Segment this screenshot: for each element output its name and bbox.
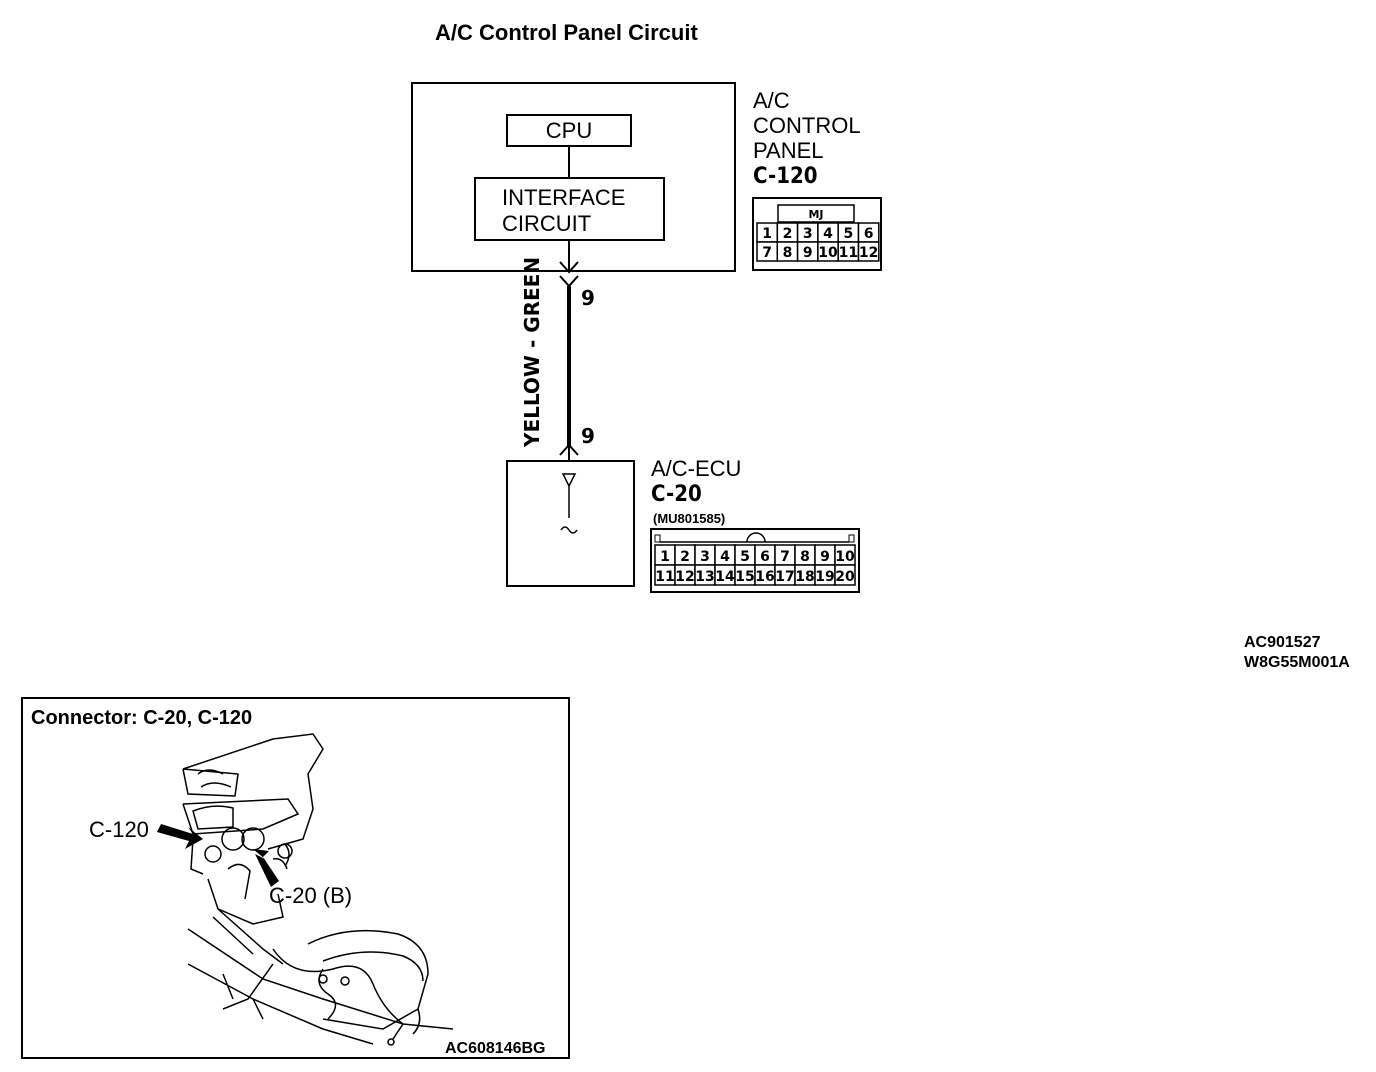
- callout-c120: C-120: [89, 817, 149, 842]
- connector-view-title: Connector: C-20, C-120: [31, 707, 253, 729]
- ecu-part-number: (MU801585): [653, 511, 726, 526]
- wire-pin-bottom: 9: [581, 424, 595, 448]
- control-panel-connector-id: C-120: [753, 164, 818, 189]
- c120-pin-label: 6: [864, 226, 874, 242]
- c20-pin-label: 13: [695, 569, 714, 585]
- ecu-ground-symbol: [560, 526, 578, 534]
- control-panel-name: A/C CONTROL PANEL: [753, 88, 861, 163]
- c20-pin-label: 18: [795, 569, 814, 585]
- c120-pin-label: 5: [843, 226, 853, 242]
- c20-pin-cell: [834, 564, 856, 586]
- top-connector-chevron: [559, 261, 579, 274]
- c120-lock-tab: [777, 204, 855, 223]
- c20-pin-label: 19: [815, 569, 834, 585]
- c20-pin-label: 6: [760, 549, 770, 565]
- c20-pin-label: 8: [800, 549, 810, 565]
- c20-pin-label: 14: [715, 569, 735, 585]
- c20-pin-label: 10: [835, 549, 855, 565]
- c20-key: [746, 532, 766, 543]
- c20-pin-label: 9: [820, 549, 830, 565]
- c20-pin-label: 1: [660, 549, 670, 565]
- bottom-connector-chevron: [559, 443, 579, 456]
- c120-pin-label: 3: [803, 226, 813, 242]
- c120-pin-label: 4: [823, 226, 833, 242]
- c120-pin-label: 9: [803, 245, 813, 261]
- wire-pin-top: 9: [581, 286, 595, 310]
- c20-latch-right: [848, 534, 855, 543]
- c20-pin-label: 7: [780, 549, 790, 565]
- connector-view-ref: AC608146BG: [445, 1040, 546, 1057]
- c20-arrow-icon: [253, 849, 279, 887]
- ecu-name: A/C-ECU: [651, 456, 742, 481]
- callout-c20: C-20 (B): [269, 883, 353, 908]
- diagram-ref-code: AC901527 W8G55M001A: [1244, 634, 1350, 671]
- connector-location-panel: Connector: C-20, C-120: [21, 697, 570, 1059]
- interface-circuit-box: INTERFACE CIRCUIT: [474, 177, 665, 241]
- c120-pin-label: 1: [762, 226, 772, 242]
- c120-pin-label: 12: [859, 245, 878, 261]
- ecu-input-symbol: [561, 473, 577, 488]
- console-line-art: [182, 733, 454, 1046]
- c20-pin-label: 4: [720, 549, 730, 565]
- cpu-box: CPU: [506, 114, 632, 147]
- c120-pin-label: 2: [783, 226, 793, 242]
- wire-color-label: YELLOW - GREEN: [520, 257, 544, 448]
- c20-pin-label: 20: [835, 569, 855, 585]
- c20-pin-label: 5: [740, 549, 750, 565]
- c20-latch-left: [654, 534, 661, 543]
- diagram-title: A/C Control Panel Circuit: [435, 20, 698, 45]
- ecu-connector-id: C-20: [651, 482, 702, 507]
- c20-pin-label: 11: [655, 569, 674, 585]
- c20-pin-label: 15: [735, 569, 754, 585]
- cpu-label: CPU: [545, 117, 593, 143]
- c120-pin-label: 8: [783, 245, 793, 261]
- c20-pin-label: 16: [755, 569, 774, 585]
- c20-pin-label: 17: [775, 569, 794, 585]
- c20-pin-label: 3: [700, 549, 710, 565]
- top-connector-chevron-2: [559, 275, 579, 288]
- c120-pin-cell: [857, 241, 880, 262]
- c20-pin-label: 12: [675, 569, 694, 585]
- interface-line1: INTERFACE: [502, 185, 626, 210]
- interface-line2: CIRCUIT: [502, 211, 592, 236]
- c120-badge: MJ: [808, 208, 823, 221]
- c120-arrow-icon: [157, 824, 203, 849]
- c120-pin-label: 7: [762, 245, 772, 261]
- c120-pin-label: 11: [839, 245, 858, 261]
- dashboard-illustration: [157, 733, 454, 1046]
- c20-pin-label: 2: [680, 549, 690, 565]
- c120-pin-label: 10: [818, 245, 838, 261]
